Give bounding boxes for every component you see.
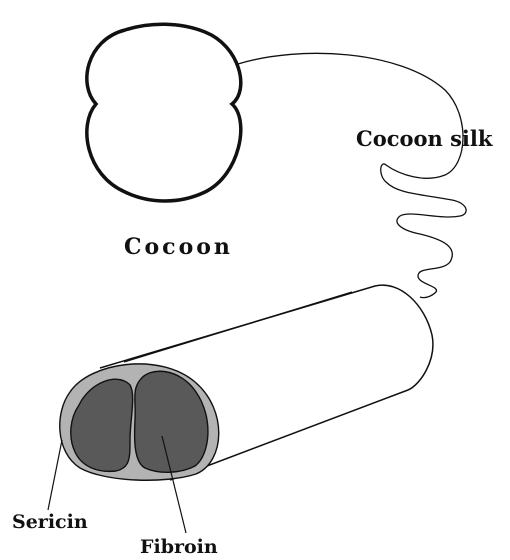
fibroin-label: Fibroin	[140, 538, 218, 557]
cocoon-shape	[87, 24, 241, 201]
sericin-leader-line	[48, 440, 62, 510]
cocoon-label: Cocoon	[124, 236, 233, 258]
sericin-label: Sericin	[12, 513, 88, 532]
cocoon-silk-label: Cocoon silk	[356, 128, 492, 149]
cocoon-silk-fiber	[238, 53, 466, 297]
